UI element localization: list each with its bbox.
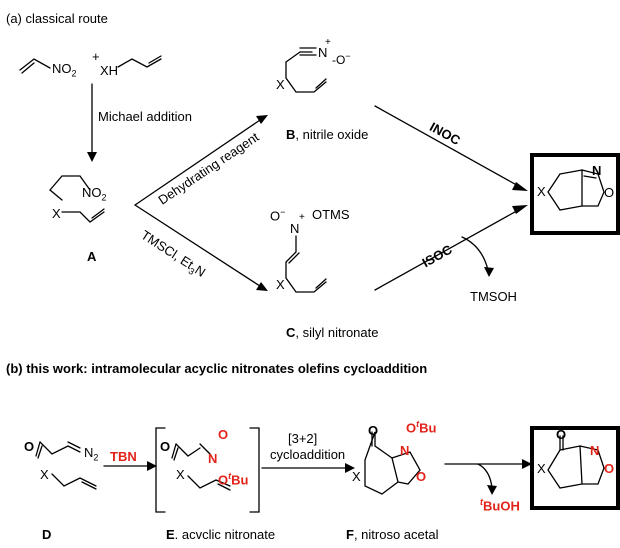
compound-a-label: A [87,249,97,264]
compound-c-label: C, silyl nitronate [286,325,379,340]
compound-b-label: B, nitrile oxide [286,127,369,142]
compound-e-n: N [208,451,218,466]
arrowhead-to-c [256,282,268,291]
product-b-ring-o: O [604,461,615,476]
compound-c-x: X [276,277,285,292]
compound-c-n: N [290,221,300,236]
arrowhead-michael [87,152,97,162]
isoc-arrow [374,207,523,291]
compound-f-label: F, nitroso acetal [346,527,439,542]
arrow-to-b [134,117,264,206]
compound-e-label: E. acvclic nitronate [166,527,276,542]
arrowhead-tbuoh [487,485,497,495]
compound-b-plus: + [325,37,331,48]
compound-e-otbu: OtBu [218,471,249,488]
compound-c-chain [285,235,327,293]
compound-e-chain [175,443,201,457]
cyclo-line2: cycloaddition [270,447,346,462]
compound-e-x: X [176,467,185,482]
compound-e-o-minus: O [218,427,229,442]
compound-b-x: X [276,77,285,92]
bracket-right [249,427,260,513]
product-a-x: X [537,184,546,199]
arrowhead-inoc [512,182,528,191]
compound-a-chain [49,175,91,201]
tbuoh-curved-arrow [477,463,493,489]
product-b-x: X [537,461,546,476]
compound-b-o: -O− [332,51,351,67]
reagent-xh: XH [100,63,119,78]
compound-d-label: D [42,527,52,542]
arrowhead-tmsoh [484,267,494,277]
tbuoh-label: tBuOH [480,497,520,514]
compound-c-otms: OTMS [312,207,350,222]
product-a-o: O [604,185,615,200]
compound-f-ring [364,431,399,495]
product-b-o: O [556,427,567,442]
tmsoh-label: TMSOH [470,289,517,304]
arrowhead-cyclo [345,463,355,473]
arrowhead-tbn [147,461,157,471]
compound-f-n: N [400,443,410,458]
arrowhead-final [522,459,532,469]
compound-a-x: X [52,206,61,221]
compound-f-x: X [352,469,361,484]
compound-d-chain [39,441,81,455]
compound-c-plus: + [299,212,305,223]
inoc-arrow [374,105,523,189]
part-a-heading: (a) classical route [6,11,108,26]
arrowhead-isoc [512,205,528,214]
compound-e-o: O [160,439,171,454]
compound-b-chain [285,51,313,63]
bracket-left [155,427,166,513]
michael-addition-label: Michael addition [98,109,192,124]
product-a-n: N [592,163,602,178]
arrowheads [87,115,532,495]
product-a-left-ring [547,169,583,211]
compound-d-n2: N2 [84,445,99,463]
product-box-b [530,426,620,510]
product-b-left-ring [547,445,583,489]
tmsoh-curved-arrow [461,236,489,271]
tbn-label: TBN [110,449,137,464]
reagent-no2: NO2 [52,61,77,79]
product-box-a [530,153,620,235]
compound-f-o: O [368,423,379,438]
compound-b-n: N [318,45,328,60]
part-b-heading: (b) this work: intramolecular acyclic ni… [6,361,428,376]
arrowhead-to-b [256,115,268,124]
compound-d-x: X [40,467,49,482]
compound-c-o: O− [270,207,286,224]
plus-sign: + [92,49,100,64]
compound-d-o: O [24,439,35,454]
cyclo-line1: [3+2] [288,431,318,446]
compound-a-allyl [61,211,105,223]
arrow-to-c [134,204,264,289]
product-b-n: N [590,443,600,458]
compound-f-ring-o: O [416,469,427,484]
nitroethylene-bond [19,58,51,71]
allyl-bond [117,58,162,68]
compound-a-no2: NO2 [82,185,107,203]
compound-f-otbu: OtBu [406,419,437,436]
